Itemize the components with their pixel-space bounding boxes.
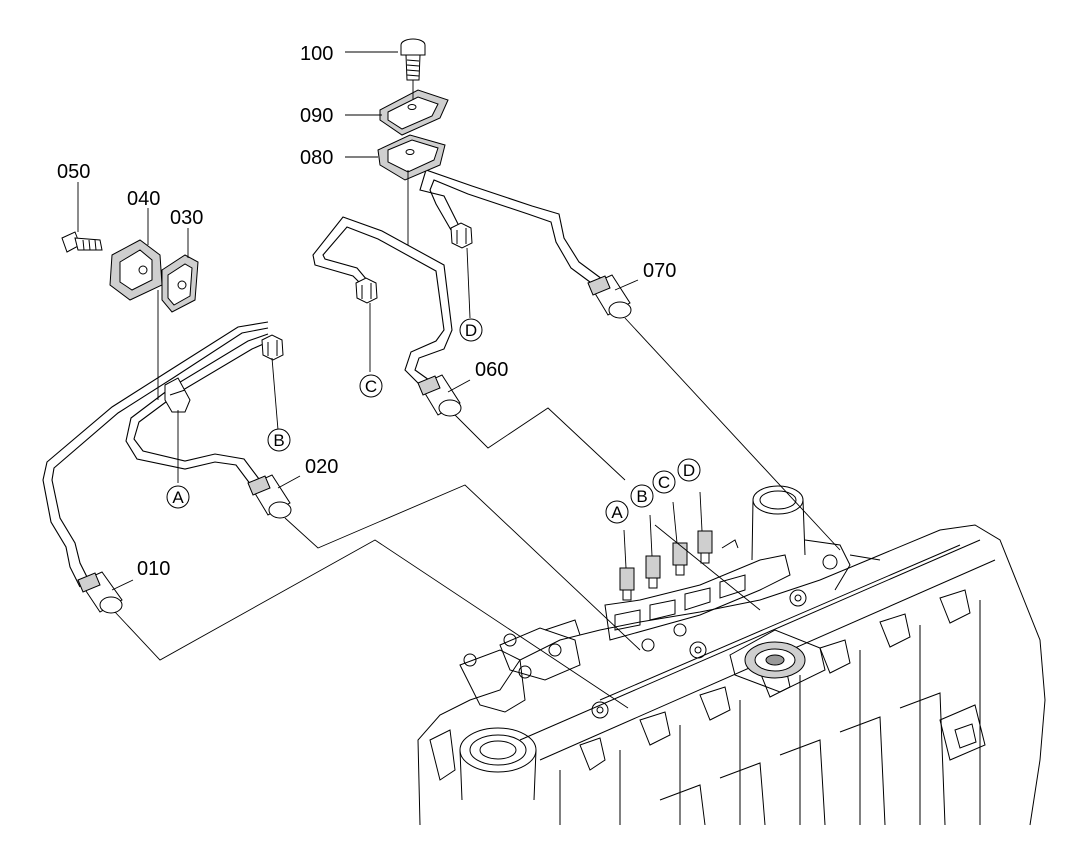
marker-a-pump: A <box>611 503 623 522</box>
connector-070 <box>587 274 632 319</box>
connector-010 <box>77 571 123 614</box>
leader-lines <box>77 51 841 709</box>
cylinder-head-drawing <box>417 485 1046 826</box>
bolt-100 <box>400 38 426 81</box>
marker-d-pipe: D <box>465 321 477 340</box>
clamp-030 <box>161 254 199 313</box>
marker-b-pipe: B <box>273 431 284 450</box>
label-060: 060 <box>475 359 508 381</box>
marker-c-pipe: C <box>365 377 377 396</box>
marker-c-pump: C <box>658 473 670 492</box>
label-070: 070 <box>643 260 676 282</box>
pipe-060 <box>312 216 453 387</box>
clamp-090 <box>379 89 449 136</box>
pipe-070 <box>419 169 603 286</box>
connector-020 <box>247 474 292 519</box>
label-050: 050 <box>57 161 90 183</box>
label-010: 010 <box>137 558 170 580</box>
pipe-020 <box>125 333 269 486</box>
label-100: 100 <box>300 43 333 65</box>
clamp-040 <box>109 239 163 301</box>
marker-a-pipe: A <box>172 488 184 507</box>
label-030: 030 <box>170 207 203 229</box>
connector-060 <box>417 374 462 417</box>
pipe-010 <box>42 321 269 588</box>
label-080: 080 <box>300 147 333 169</box>
marker-d-pump: D <box>683 461 695 480</box>
label-020: 020 <box>305 456 338 478</box>
clamp-080 <box>377 134 446 181</box>
pipe-clamp-a <box>164 377 191 413</box>
part-labels: 100 090 080 050 040 030 070 060 020 010 <box>57 43 676 580</box>
reference-markers: A B C D A B C D <box>166 318 701 524</box>
label-040: 040 <box>127 188 160 210</box>
marker-b-pump: B <box>636 487 647 506</box>
label-090: 090 <box>300 105 333 127</box>
bolt-050 <box>61 231 103 253</box>
pipe-nuts <box>261 222 473 361</box>
